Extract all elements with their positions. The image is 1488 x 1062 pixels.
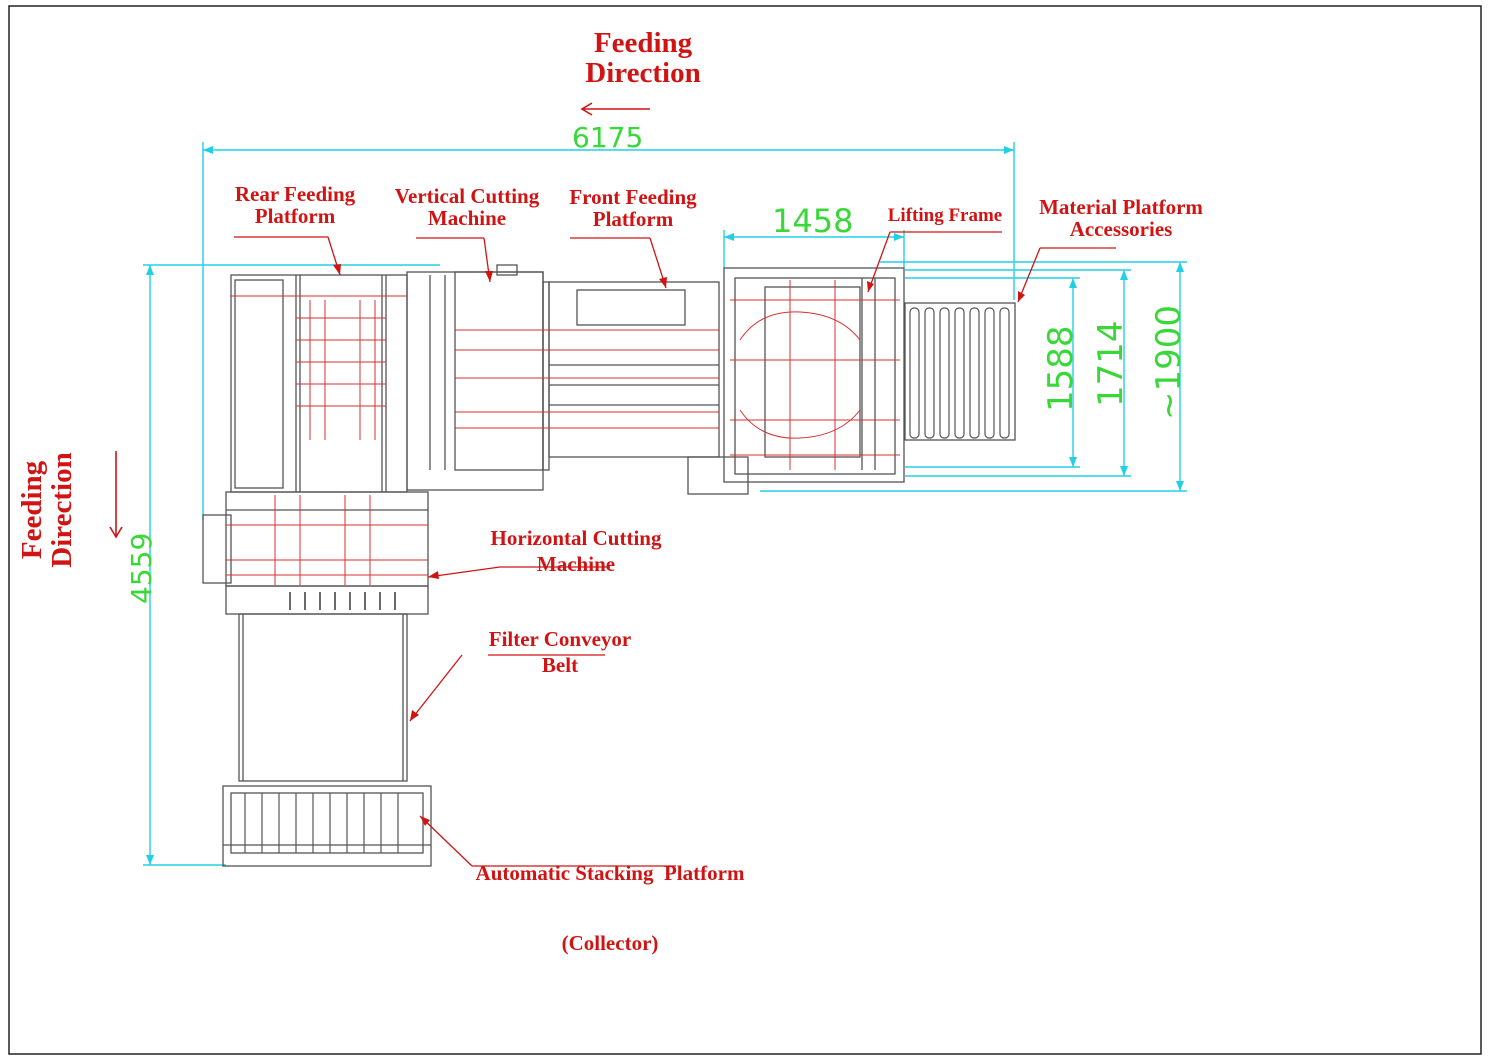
feeding-direction-arrows — [109, 102, 650, 539]
dimension-1900: ~1900 — [1149, 304, 1189, 420]
machine-red-details — [226, 280, 900, 585]
front-feeding-platform-line2: Platform — [592, 207, 674, 232]
material-platform-accessories-line1: Material Platform — [1039, 195, 1203, 219]
label-filter-conveyor-belt: Filter Conveyor Belt — [489, 628, 632, 676]
automatic-stacking-platform-line2: (Collector) — [561, 931, 659, 956]
rear-feeding-platform-line1: Rear Feeding — [234, 182, 356, 206]
rear-feeding-platform-line2: Platform — [254, 204, 336, 229]
machine-outline — [202, 264, 1016, 867]
material-platform-rollers — [909, 307, 1010, 439]
label-rear-feeding-platform: Rear Feeding Platform — [235, 183, 355, 227]
stacking-platform-bars — [244, 793, 399, 853]
dimension-6175: 6175 — [572, 121, 644, 154]
label-horizontal-cutting-machine: Horizontal Cutting Machine — [491, 527, 662, 575]
feeding-direction-top-label: Feeding Direction — [585, 28, 700, 89]
filter-conveyor-belt-line1: Filter Conveyor — [488, 627, 632, 651]
dimension-lines — [143, 142, 1187, 866]
label-automatic-stacking-platform: Automatic Stacking Platform (Collector) — [476, 818, 745, 976]
dimension-arrowheads — [146, 146, 1184, 865]
dimension-1458: 1458 — [772, 202, 854, 240]
horizontal-cutting-machine-line2: Machine — [536, 552, 616, 577]
label-vertical-cutting-machine: Vertical Cutting Machine — [395, 185, 539, 229]
leader-lines — [234, 231, 1116, 867]
filter-conveyor-belt-line2: Belt — [541, 653, 579, 678]
label-front-feeding-platform: Front Feeding Platform — [569, 186, 696, 230]
lifting-frame-text: Lifting Frame — [887, 205, 1003, 226]
horizontal-cutting-machine-line1: Horizontal Cutting — [490, 526, 662, 550]
vertical-cutting-machine-line2: Machine — [427, 206, 507, 231]
dimension-4559: 4559 — [125, 532, 158, 604]
feeding-direction-left-line1: Feeding — [16, 460, 48, 560]
feeding-direction-left-label: Feeding Direction — [16, 440, 79, 580]
label-lifting-frame: Lifting Frame — [888, 206, 1003, 226]
label-material-platform-accessories: Material Platform Accessories — [1039, 196, 1203, 240]
feeding-direction-top-line2: Direction — [585, 57, 701, 90]
sheet-border — [8, 5, 1482, 1055]
front-feeding-platform-line1: Front Feeding — [569, 185, 697, 209]
dimension-1588: 1588 — [1041, 325, 1081, 412]
feeding-direction-top-line1: Feeding — [593, 27, 693, 59]
automatic-stacking-platform-line1: Automatic Stacking Platform — [475, 861, 745, 886]
material-platform-accessories-line2: Accessories — [1069, 217, 1173, 242]
leader-arrowheads — [333, 264, 1025, 826]
feeding-direction-left-line2: Direction — [46, 452, 79, 568]
dimension-1714: 1714 — [1091, 320, 1131, 407]
horizontal-cutting-blades — [289, 592, 396, 610]
vertical-cutting-machine-line1: Vertical Cutting — [394, 184, 540, 208]
